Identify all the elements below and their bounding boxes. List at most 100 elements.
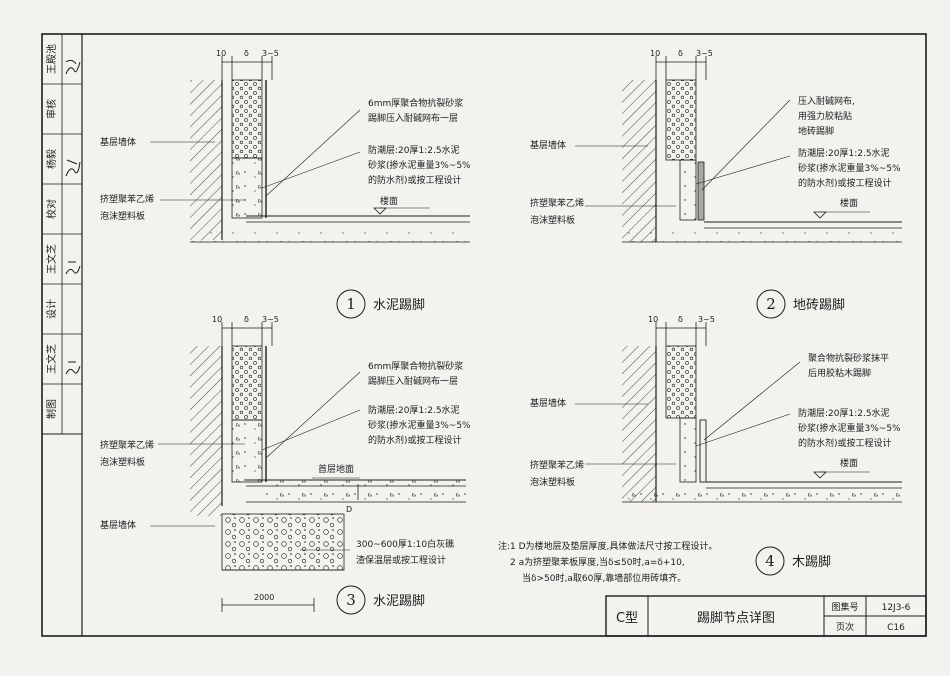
floor-slab	[190, 232, 470, 242]
signature-mark-1	[65, 59, 81, 75]
d-label: D	[346, 505, 352, 514]
moisture-note-3: 的防水剂)或按工程设计	[798, 177, 892, 189]
dim-delta: δ	[678, 49, 683, 58]
base-wall	[622, 346, 656, 502]
side-label-3: 杨毅	[45, 149, 58, 169]
eps-board	[231, 345, 263, 421]
level-mark	[813, 211, 827, 219]
moisture-note-2: 砂浆(掺水泥重量3%~5%	[798, 422, 901, 434]
signature-mark-3	[65, 261, 81, 275]
base-note-1: 300~600厚1:10白灰礁	[356, 538, 454, 550]
dimension-line: 10 δ 3~5	[216, 49, 279, 80]
base-wall	[190, 80, 222, 240]
insulation-label-2: 泡沫塑料板	[530, 476, 575, 488]
dim-3-5: 3~5	[696, 49, 713, 58]
dim-delta: δ	[244, 315, 249, 324]
drawing-title: 踢脚节点详图	[697, 610, 775, 626]
mortar-note-2: 踢脚压入耐碱网布一层	[368, 112, 458, 124]
dim-delta: δ	[244, 49, 249, 58]
wall-label: 基层墙体	[100, 519, 136, 531]
note-line-3: 当δ>50时,a取60厚,靠墙部位用砖填齐。	[522, 572, 686, 584]
detail-number-circle	[336, 585, 366, 615]
detail-number-circle	[336, 289, 366, 319]
page-number: C16	[887, 623, 905, 633]
detail-3: 10 δ 3~5 D 首层地面 挤塑聚苯乙烯 泡沫塑料板 基层墙体 6mm厚聚合…	[100, 315, 471, 615]
moisture-layer	[679, 159, 697, 221]
floor-label: 楼面	[840, 197, 858, 209]
insulation-label-2: 泡沫塑料板	[100, 456, 145, 468]
eps-board	[231, 79, 263, 159]
dimension-line: 10 δ 3~5	[212, 315, 279, 346]
mortar-note-2: 踢脚压入耐碱网布一层	[368, 375, 458, 387]
side-label-6: 设计	[45, 299, 58, 319]
mortar-note-2: 后用胶粘木踢脚	[808, 367, 871, 379]
mortar-note-2: 用强力胶粘贴	[798, 110, 852, 122]
mortar-note-1: 6mm厚聚合物抗裂砂浆	[368, 360, 463, 372]
slag-insulation	[221, 513, 345, 571]
moisture-note-1: 防潮层:20厚1:2.5水泥	[798, 407, 890, 419]
side-label-2: 审核	[45, 99, 58, 119]
detail-number: 2	[766, 295, 776, 313]
base-note-2: 渣保温层或按工程设计	[356, 554, 446, 566]
detail-number-circle	[755, 546, 785, 576]
moisture-note-2: 砂浆(掺水泥重量3%~5%	[368, 159, 471, 171]
side-label-5: 王文芝	[45, 244, 58, 274]
signature-mark-2	[65, 159, 81, 177]
type-label: C型	[616, 611, 638, 626]
insulation-label-2: 泡沫塑料板	[530, 214, 575, 226]
detail-1: 10 δ 3~5 楼面 基层墙体 挤塑聚苯乙烯 泡沫塑料板 6mm厚聚合物抗裂砂…	[100, 49, 471, 319]
signature-mark-4	[65, 361, 81, 375]
level-mark	[373, 207, 387, 215]
base-wall	[622, 80, 656, 242]
floor-slab	[622, 232, 902, 242]
moisture-note-1: 防潮层:20厚1:2.5水泥	[798, 147, 890, 159]
atlas-label: 图集号	[831, 601, 858, 613]
note-line-1: 注:1 D为楼地层及垫层厚度,具体做法尺寸按工程设计。	[498, 540, 717, 552]
side-label-8: 制图	[45, 399, 58, 419]
dimension-line: 10 δ 3~5	[650, 49, 713, 80]
detail-number: 4	[765, 552, 775, 570]
title-block: C型 踢脚节点详图 图集号 12J3-6 页次 C16	[605, 595, 927, 637]
detail-4: 10 δ 3~5 楼面 基层墙体 挤塑聚苯乙烯 泡沫塑料板 聚合物抗裂砂浆抹平 …	[530, 315, 902, 576]
mortar-note-1: 6mm厚聚合物抗裂砂浆	[368, 97, 463, 109]
level-mark	[813, 471, 827, 479]
detail-number: 1	[346, 295, 356, 313]
insulation-label-1: 挤塑聚苯乙烯	[530, 197, 584, 209]
tile-skirting	[697, 161, 705, 221]
detail-number-circle	[756, 289, 786, 319]
detail-title: 水泥踢脚	[373, 593, 425, 609]
insulation-label-2: 泡沫塑料板	[100, 210, 145, 222]
dim-10: 10	[212, 315, 222, 324]
floor-slab	[622, 492, 902, 502]
floor-label: 首层地面	[318, 463, 354, 475]
moisture-note-3: 的防水剂)或按工程设计	[368, 174, 462, 186]
moisture-layer	[679, 417, 697, 483]
insulation-label-1: 挤塑聚苯乙烯	[100, 439, 154, 451]
eps-board	[665, 345, 697, 419]
floor-label: 楼面	[840, 457, 858, 469]
dim-delta: δ	[678, 315, 683, 324]
moisture-layer	[231, 419, 263, 483]
mortar-note-1: 聚合物抗裂砂浆抹平	[808, 352, 889, 364]
mortar-note-3: 地砖踢脚	[798, 125, 834, 137]
page-label: 页次	[836, 621, 854, 633]
dim-3-5: 3~5	[698, 315, 715, 324]
ground-slab	[266, 480, 466, 502]
atlas-number: 12J3-6	[882, 603, 911, 613]
detail-title: 木踢脚	[792, 554, 831, 570]
note-line-2: 2 a为挤塑聚苯板厚度,当δ≤50时,a=δ+10,	[510, 556, 685, 568]
sheet-border	[41, 33, 927, 637]
detail-title: 地砖踢脚	[793, 297, 845, 313]
signature-block: 王殿池 审核 杨毅 校对 王文芝 设计 王文芝 制图	[41, 33, 83, 435]
dim-10: 10	[650, 49, 660, 58]
detail-title: 水泥踢脚	[373, 297, 425, 313]
moisture-note-3: 的防水剂)或按工程设计	[798, 437, 892, 449]
dim-3-5: 3~5	[262, 315, 279, 324]
moisture-note-2: 砂浆(掺水泥重量3%~5%	[798, 162, 901, 174]
side-label-1: 王殿池	[45, 44, 58, 74]
moisture-note-3: 的防水剂)或按工程设计	[368, 434, 462, 446]
floor-label: 楼面	[380, 195, 398, 207]
mortar-note-1: 压入耐碱网布,	[798, 95, 855, 107]
notes: 注:1 D为楼地层及垫层厚度,具体做法尺寸按工程设计。 2 a为挤塑聚苯板厚度,…	[498, 540, 717, 584]
